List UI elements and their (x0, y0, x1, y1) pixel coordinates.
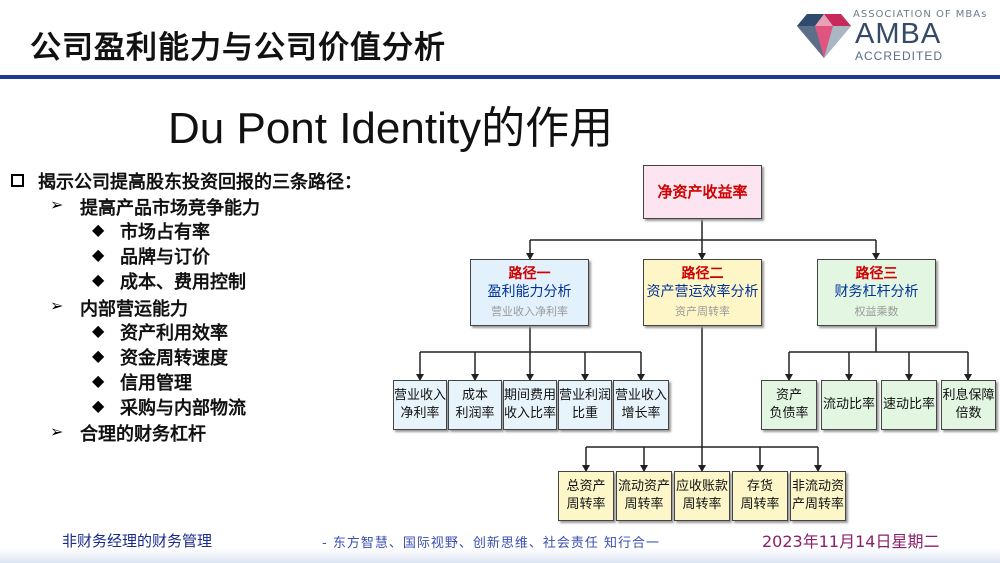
footer-date: 2023年11月14日星期二 (762, 532, 940, 551)
bullet-item: 采购与内部物流 (120, 398, 246, 419)
ratio-line: 利息保障 (942, 388, 995, 403)
path-subtitle: 资产周转率 (675, 305, 730, 318)
path-node-leverage: 路径三 财务杠杆分析 权益乘数 (817, 259, 936, 326)
logo-amba-text: AMBA (855, 18, 942, 50)
ratio-line: 应收账款 (675, 479, 728, 494)
ratio-line: 非流动资 (791, 479, 844, 494)
bullet-list: 揭示公司提高股东投资回报的三条路径： ➢ 提高产品市场竞争能力 ◆ 市场占有率 … (0, 0, 450, 460)
ratio-line: 流动资产 (617, 479, 670, 494)
bullet-item: 成本、费用控制 (120, 272, 246, 293)
ratio-line: 资产 (775, 388, 802, 403)
ratio-node: 非流动资产周转率 (790, 471, 846, 521)
path-subtitle: 营业收入净利率 (491, 305, 568, 318)
ratio-line: 周转率 (566, 497, 606, 512)
ratio-line: 营业利润 (559, 388, 612, 403)
ratio-line: 利润率 (455, 406, 495, 421)
ratio-node: 应收账款周转率 (674, 471, 730, 521)
path-name: 路径二 (681, 266, 724, 282)
ratio-line: 净利率 (400, 406, 440, 421)
ratio-line: 比重 (571, 406, 598, 421)
ratio-node: 资产负债率 (761, 380, 817, 430)
ratio-line: 负债率 (769, 406, 809, 421)
path-name: 路径三 (855, 266, 898, 282)
diamond-bullet-icon: ◆ (92, 321, 105, 340)
path-title: 财务杠杆分析 (834, 284, 919, 300)
bullet-item: 市场占有率 (120, 222, 210, 243)
bullet-item: 品牌与订价 (120, 247, 210, 268)
ratio-node: 利息保障倍数 (941, 380, 996, 430)
ratio-node: 总资产周转率 (558, 471, 614, 521)
path-name: 路径一 (508, 266, 551, 282)
ratio-node: 流动资产周转率 (616, 471, 672, 521)
ratio-line: 收入比率 (504, 406, 557, 421)
logo-association-text: ASSOCIATION OF MBAs (853, 9, 988, 20)
footer-band (0, 548, 1000, 563)
diamond-bullet-icon: ◆ (92, 220, 105, 239)
ratio-line: 营业收入 (614, 388, 667, 403)
ratio-line: 成本 (461, 388, 488, 403)
bullet-main: 揭示公司提高股东投资回报的三条路径： (38, 172, 362, 193)
slide-title: 公司盈利能力与公司价值分析 (30, 30, 446, 66)
square-bullet-icon (11, 172, 24, 191)
bullet-item: 资产利用效率 (120, 323, 228, 344)
title-underline (0, 75, 1000, 79)
bullet-item: 资金周转速度 (120, 348, 228, 369)
footer-course-name: 非财务经理的财务管理 (62, 532, 213, 550)
ratio-line: 流动比率 (822, 397, 875, 412)
ratio-line: 速动比率 (882, 397, 935, 412)
path-node-asset-efficiency: 路径二 资产营运效率分析 资产周转率 (643, 259, 762, 326)
roe-root-node: 净资产收益率 (643, 165, 762, 219)
ratio-line: 周转率 (682, 497, 722, 512)
diamond-bullet-icon: ◆ (92, 346, 105, 365)
ratio-line: 倍数 (955, 406, 982, 421)
footer-slogan: - 东方智慧、国际视野、创新思维、社会责任 知行合一 (322, 536, 660, 551)
arrow-bullet-icon: ➢ (50, 296, 64, 315)
ratio-line: 营业收入 (394, 388, 447, 403)
path-node-profitability: 路径一 盈利能力分析 营业收入净利率 (470, 259, 589, 326)
bullet-group-label: 提高产品市场竞争能力 (80, 198, 260, 219)
diamond-bullet-icon: ◆ (92, 245, 105, 264)
ratio-node: 营业收入增长率 (613, 380, 669, 430)
diamond-bullet-icon: ◆ (92, 270, 105, 289)
logo-accredited-text: ACCREDITED (855, 49, 944, 63)
path-title: 盈利能力分析 (487, 284, 572, 300)
ratio-node: 期间费用收入比率 (503, 380, 557, 430)
ratio-node: 速动比率 (881, 380, 937, 430)
diamond-bullet-icon: ◆ (92, 396, 105, 415)
diamond-bullet-icon: ◆ (92, 371, 105, 390)
ratio-line: 产周转率 (791, 497, 844, 512)
bullet-group-label: 合理的财务杠杆 (80, 424, 206, 445)
arrow-bullet-icon: ➢ (50, 195, 64, 214)
ratio-node: 流动比率 (821, 380, 877, 430)
ratio-line: 增长率 (621, 406, 661, 421)
ratio-node: 营业收入净利率 (393, 380, 447, 430)
ratio-line: 期间费用 (504, 388, 557, 403)
path-title: 资产营运效率分析 (646, 284, 759, 300)
ratio-line: 总资产 (566, 479, 606, 494)
bullet-group-label: 内部营运能力 (80, 299, 188, 320)
ratio-line: 存货 (746, 479, 773, 494)
arrow-bullet-icon: ➢ (50, 422, 64, 441)
amba-logo: ASSOCIATION OF MBAs AMBA ACCREDITED (795, 6, 995, 66)
amba-diamond-logo-icon (797, 14, 851, 58)
ratio-line: 周转率 (740, 497, 780, 512)
ratio-node: 存货周转率 (732, 471, 788, 521)
ratio-node: 成本利润率 (448, 380, 502, 430)
path-subtitle: 权益乘数 (854, 305, 899, 318)
ratio-node: 营业利润比重 (558, 380, 612, 430)
headline: Du Pont Identity的作用 (168, 104, 614, 153)
bullet-item: 信用管理 (120, 373, 192, 394)
ratio-line: 周转率 (624, 497, 664, 512)
